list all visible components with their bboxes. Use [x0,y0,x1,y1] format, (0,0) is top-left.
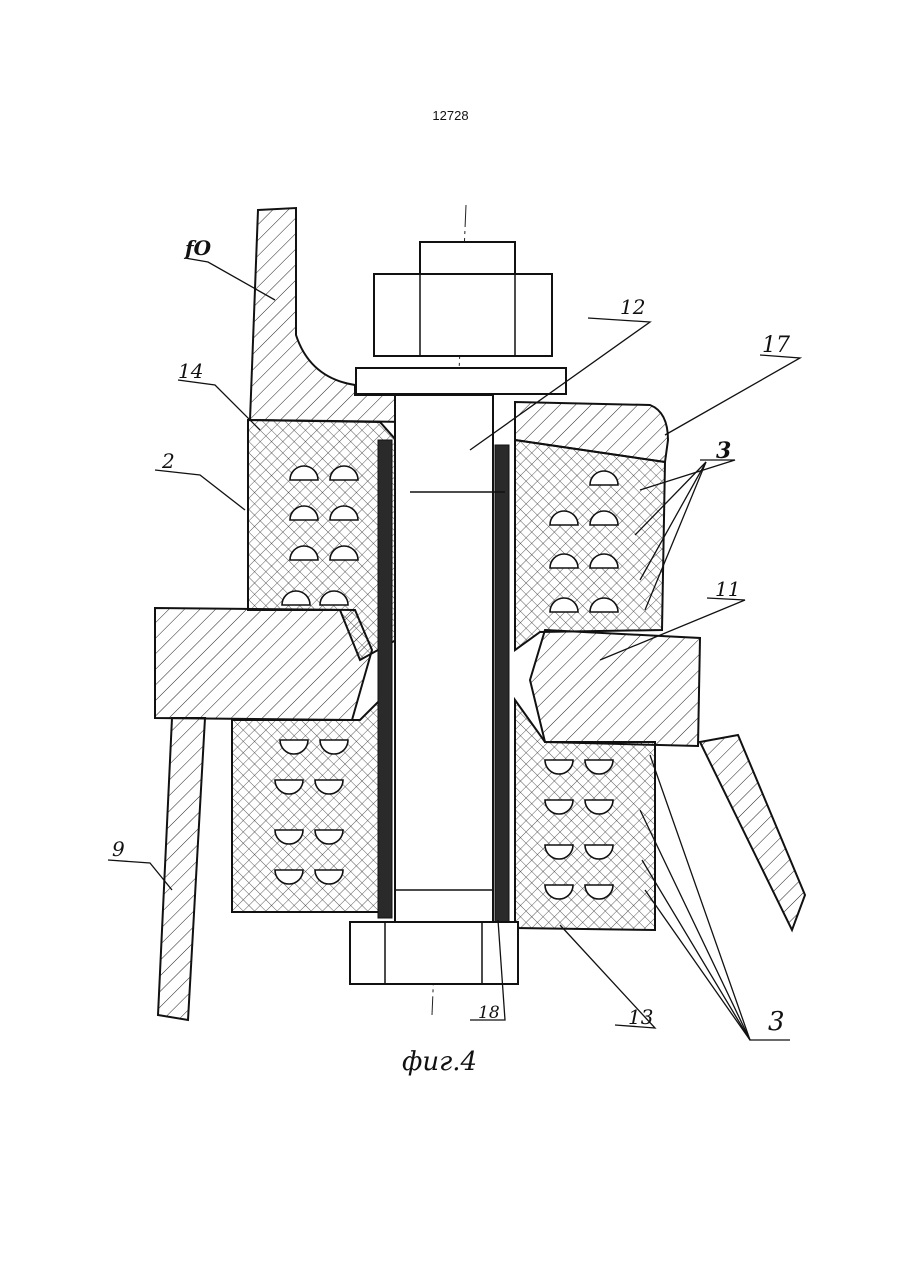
upper-right-elastic [515,440,665,650]
label-9: 9 [112,837,125,861]
washer [356,368,566,394]
leg-part-9 [158,718,205,1020]
bolt-head-bottom [350,922,518,984]
label-14: 14 [178,359,203,383]
nut [374,274,552,356]
middle-plate-left [155,608,372,720]
sleeve-left [378,440,392,918]
sleeve-right [495,445,509,923]
label-11: 11 [715,577,740,601]
label-17: 17 [762,333,790,358]
bolt-shaft-part-12 [395,395,493,925]
label-10: fO [183,236,212,260]
label-13: 13 [628,1005,653,1029]
bolt-tip [420,242,515,276]
label-12: 12 [620,295,645,319]
label-3-upper: 3 [716,438,731,464]
slanted-bar [700,735,805,930]
label-18: 18 [478,1003,500,1023]
lower-left-elastic [232,700,380,912]
middle-plate-right-part-11 [530,630,700,746]
figure-caption: фиг.4 [402,1047,477,1077]
label-3-lower: 3 [768,1007,785,1037]
label-2: 2 [161,449,175,473]
